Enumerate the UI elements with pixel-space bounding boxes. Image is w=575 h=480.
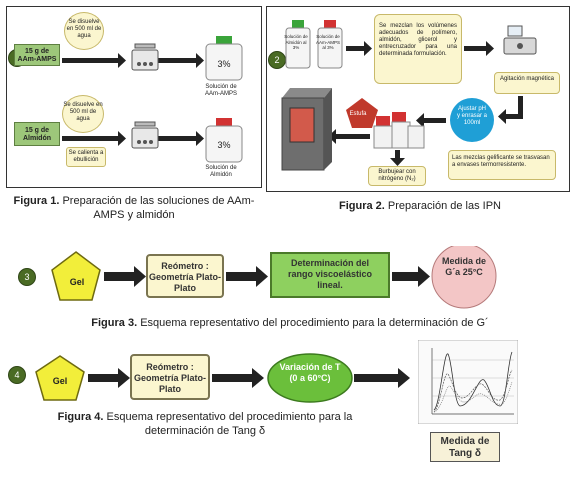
gel-label-4: Gel: [52, 376, 68, 386]
measure-label-3: Medida de G´a 25°C: [441, 256, 486, 277]
estufa-pentagon: [346, 98, 378, 128]
figure-2-caption: Figura 2. Preparación de las IPN: [280, 199, 560, 213]
almidon-block: 15 g de Almidón: [14, 122, 60, 146]
bottle-icon-2: [205, 118, 243, 163]
figure-1-panel: [6, 6, 262, 188]
figure-4-marker: 4: [8, 366, 26, 384]
figure-1-caption-bold: Figura 1.: [13, 195, 60, 207]
starch-bottle-label: Solución de Almidón al 3%: [284, 34, 308, 50]
balance-icon-1: [131, 43, 159, 71]
temperature-label: Variación de T (0 a 60°C): [279, 362, 341, 383]
bottle-icon-1: [205, 36, 243, 81]
mix-note: Se mezclan los volúmenes adecuados de po…: [374, 14, 462, 84]
nitrogen-label: Burbujear con nitrógeno (N₂): [368, 166, 426, 186]
fig2-arrow-2: [464, 41, 494, 56]
bottle-2-percent: 3%: [217, 140, 231, 150]
fig1-arrow-1: [62, 53, 126, 68]
bottle-1-percent: 3%: [217, 59, 231, 69]
gel-pentagon-3: [51, 251, 101, 301]
oven-icon: [281, 88, 332, 171]
fig3-arrow-2: [226, 266, 268, 287]
fig1-arrow-3: [62, 131, 126, 146]
figure-1-caption-text: Preparación de las soluciones de AAm-AMP…: [62, 195, 255, 221]
fig2-arrow-6: [390, 150, 405, 166]
pour-note: Las mezclas gelificante se trasvasan a e…: [448, 150, 556, 180]
aam-bottle-label: Solución de AAm-AMPS al 3%: [315, 34, 340, 50]
fig3-arrow-3: [392, 266, 430, 287]
gel-label-3: Gel: [69, 277, 85, 287]
figure-2-caption-bold: Figura 2.: [338, 200, 385, 212]
rheometer-box-4: Reómetro : Geometría Plato-Plato: [130, 354, 210, 400]
figure-2-panel: [266, 6, 570, 192]
figure-2-caption-text: Preparación de las IPN: [387, 200, 502, 212]
aam-amps-block: 15 g de AAm-AMPS: [14, 44, 60, 66]
fig4-arrow-1: [88, 368, 130, 388]
stir-label: Agitación magnética: [494, 72, 560, 94]
fig4-arrow-3: [354, 368, 410, 388]
tan-delta-label: Medida de Tang δ: [430, 432, 500, 462]
figure-2-graphics: [281, 20, 537, 171]
fig2-arrow-1: [346, 41, 372, 56]
ph-adjust-note: Ajustar pH y enrasar a 100ml: [456, 106, 487, 126]
figure-4-caption-bold: Figura 4.: [57, 411, 104, 423]
figure-3-graphics: [51, 246, 497, 309]
figure-3-caption-bold: Figura 3.: [91, 317, 138, 329]
temperature-ellipse: [267, 353, 353, 403]
solution-2-label: Solución de Almidón: [205, 165, 237, 178]
figure-3-marker: 3: [18, 268, 36, 286]
magnetic-stirrer-icon: [503, 25, 537, 55]
fig4-arrow-2: [212, 368, 264, 388]
figure-3-caption: Figura 3. Esquema representativo del pro…: [30, 316, 550, 330]
balance-icon-2: [131, 121, 159, 149]
tan-delta-plot: [418, 340, 518, 424]
fig2-arrow-3: [498, 96, 523, 124]
fig3-arrow-1: [104, 266, 146, 287]
starch-bottle-icon: [285, 20, 311, 69]
gel-pentagon-4: [35, 355, 85, 401]
figure-3-caption-text: Esquema representativo del procedimiento…: [140, 317, 489, 329]
estufa-label: Estufa: [349, 111, 367, 117]
aam-bottle-icon: [317, 20, 343, 69]
figure-1-graphics: [62, 36, 243, 163]
figure-1-caption: Figura 1. Preparación de las soluciones …: [10, 194, 258, 222]
dissolve-bubble-2: Se disuelve en 500 ml de agua: [62, 95, 104, 133]
figure-4-graphics: [35, 353, 410, 403]
measure-circle-3: [431, 246, 497, 309]
dissolve-bubble-1: Se disuelve en 500 ml de agua: [64, 12, 104, 50]
solution-1-label: Solución de AAm-AMPS: [204, 84, 237, 97]
fig1-arrow-2: [158, 53, 204, 68]
fig1-arrow-4: [158, 131, 204, 146]
figure-4-caption: Figura 4. Esquema representativo del pro…: [40, 410, 370, 438]
fig2-arrow-4: [416, 113, 446, 128]
containers-icon: [373, 112, 425, 149]
heat-note: Se calienta a ebullición: [66, 147, 106, 167]
viscoelastic-range-box: Determinación del rango viscoelástico li…: [270, 252, 390, 298]
ph-adjust-circle: [450, 98, 494, 142]
figure-4-caption-text: Esquema representativo del procedimiento…: [106, 411, 353, 437]
fig2-arrow-5: [328, 129, 370, 144]
rheometer-box-3: Reómetro : Geometría Plato-Plato: [146, 254, 224, 298]
